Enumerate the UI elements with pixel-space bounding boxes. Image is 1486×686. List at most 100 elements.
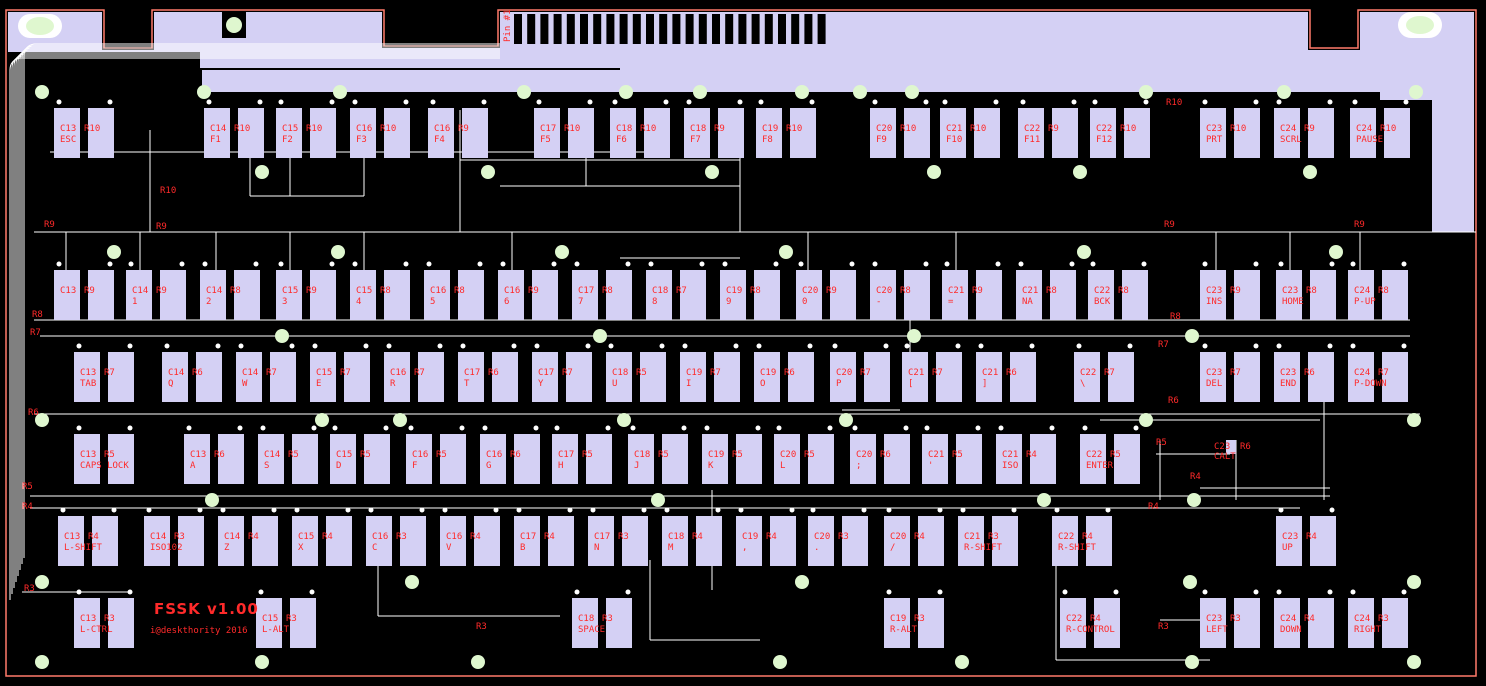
diode-pad [696, 516, 722, 566]
switch-pad [350, 108, 376, 158]
switch-pad [684, 108, 710, 158]
via [1018, 261, 1024, 267]
via [1076, 343, 1082, 349]
switch-esc [54, 99, 114, 158]
via [383, 425, 389, 431]
switch-pad [1052, 516, 1078, 566]
via [1329, 261, 1335, 267]
mounting-holes [18, 12, 1442, 669]
diode-pad [532, 270, 558, 320]
diode-pad [326, 516, 352, 566]
via [220, 507, 226, 513]
via [1141, 261, 1147, 267]
switch-f4 [428, 99, 488, 158]
mounting-hole [853, 85, 867, 99]
diode-pad [1234, 108, 1260, 158]
diode-pad [640, 352, 666, 402]
mounting-hole [1407, 575, 1421, 589]
via [554, 425, 560, 431]
header-pin [725, 14, 734, 44]
switch-pad [830, 352, 856, 402]
switch-- [736, 507, 796, 566]
mounting-hole [1139, 85, 1153, 99]
via [852, 425, 858, 431]
via [903, 425, 909, 431]
switch-pad [976, 352, 1002, 402]
diode-pad [904, 270, 930, 320]
via [993, 99, 999, 105]
via [1253, 343, 1259, 349]
via [1202, 261, 1208, 267]
switch-pad [1090, 108, 1116, 158]
diode-pad [956, 434, 982, 484]
switch-enter [1080, 425, 1140, 484]
diode-pad [714, 352, 740, 402]
via [872, 261, 878, 267]
header-pin [764, 14, 773, 44]
diode-pad [992, 516, 1018, 566]
switch-r [384, 343, 444, 402]
via [128, 261, 134, 267]
via [1350, 261, 1356, 267]
via [849, 261, 855, 267]
via [585, 343, 591, 349]
switch-del [1200, 343, 1260, 402]
diode-pad [808, 434, 834, 484]
via [1029, 343, 1035, 349]
switch-pad [662, 516, 688, 566]
switch-l-ctrl [74, 589, 134, 648]
mounting-hole [555, 245, 569, 259]
switch-o [754, 343, 814, 402]
diode-pad [440, 434, 466, 484]
diode-pad [1030, 434, 1056, 484]
diode-pad [108, 434, 134, 484]
switch-pad [942, 270, 968, 320]
via [590, 507, 596, 513]
via [56, 99, 62, 105]
switch-pad [796, 270, 822, 320]
switch-pad [958, 516, 984, 566]
mounting-hole [773, 655, 787, 669]
mounting-hole [907, 329, 921, 343]
mounting-hole [35, 85, 49, 99]
switch-pad [808, 516, 834, 566]
via [832, 343, 838, 349]
diode-pad [864, 352, 890, 402]
switch-pad [774, 434, 800, 484]
diode-pad [310, 108, 336, 158]
via [1011, 507, 1017, 513]
via [809, 99, 815, 105]
via [883, 343, 889, 349]
mounting-hole [481, 165, 495, 179]
switch-pad [940, 108, 966, 158]
switch-iso [996, 425, 1056, 484]
mounting-hole [1139, 413, 1153, 427]
via [437, 343, 443, 349]
via [345, 507, 351, 513]
diode-pad [680, 270, 706, 320]
diode-pad [566, 352, 592, 402]
diode-pad [606, 598, 632, 648]
header-pin [632, 14, 641, 44]
switch-pad [384, 352, 410, 402]
mounting-hole [693, 85, 707, 99]
via [1133, 425, 1139, 431]
switch-pad [884, 516, 910, 566]
mounting-hole [779, 245, 793, 259]
switch-pad [276, 270, 302, 320]
via [1069, 261, 1075, 267]
switch-y [532, 343, 592, 402]
mounting-hole [255, 655, 269, 669]
via [1105, 507, 1111, 513]
header-pin [817, 14, 826, 44]
via [56, 261, 62, 267]
header-pin [659, 14, 668, 44]
via [998, 425, 1004, 431]
via [1350, 343, 1356, 349]
switch-f8 [756, 99, 816, 158]
switch-pad [366, 516, 392, 566]
header-pin [566, 14, 575, 44]
header-pin [553, 14, 562, 44]
switch-pad [330, 434, 356, 484]
via [1403, 99, 1409, 105]
